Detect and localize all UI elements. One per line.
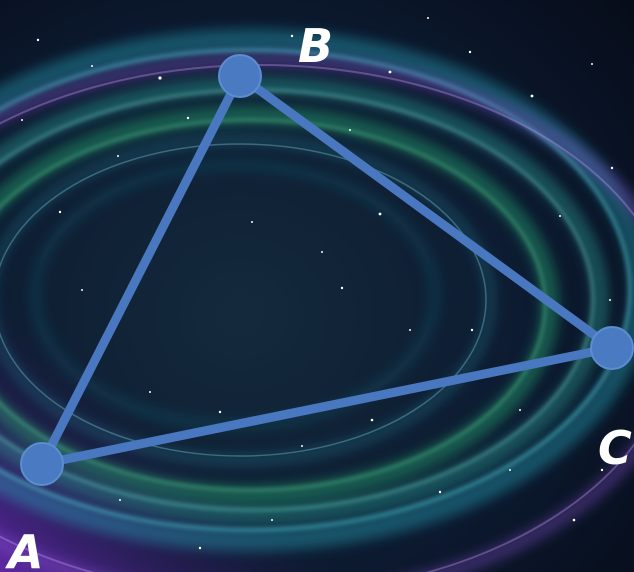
edge-ab	[37, 71, 245, 469]
vertex-c	[590, 326, 634, 370]
vertex-b	[218, 54, 262, 98]
triangle-edges	[37, 71, 617, 469]
triangle-vertices	[20, 54, 634, 486]
vertex-label-b: B	[298, 19, 333, 73]
stars	[21, 17, 614, 550]
vertex-a	[20, 442, 64, 486]
vertex-label-a: A	[5, 525, 44, 572]
edge-ca	[37, 343, 617, 469]
vertex-label-c: C	[598, 421, 632, 475]
edge-bc	[235, 71, 617, 353]
